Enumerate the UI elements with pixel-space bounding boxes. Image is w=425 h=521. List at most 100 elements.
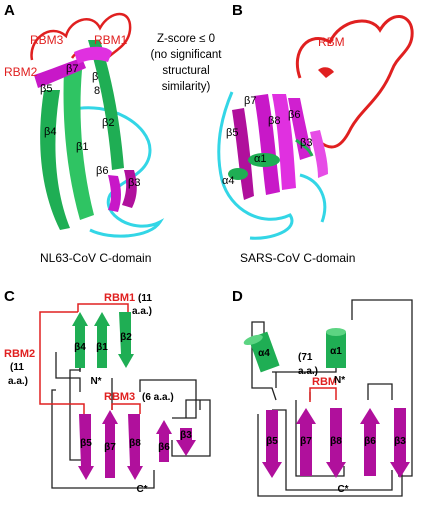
panel-c-rbm2-label: RBM2 xyxy=(4,348,35,360)
panel-c-letter: C xyxy=(4,288,15,305)
panel-d-letter: D xyxy=(232,288,243,305)
nl63-b1-label: β1 xyxy=(76,141,88,153)
sars-b3-label: β3 xyxy=(300,137,312,149)
panel-b: B RBM β7 β8 β6 β5 β3 α1 α4 SARS-CoV C-do… xyxy=(217,2,414,265)
sars-caption: SARS-CoV C-domain xyxy=(240,251,355,265)
nl63-caption: NL63-CoV C-domain xyxy=(40,251,151,265)
panel-a: A RBM3 RBM1 RBM2 β5 β7 β 8 β4 β2 β1 β6 β… xyxy=(4,2,222,265)
zscore-line-2: (no significant xyxy=(151,49,223,61)
panel-c: C β4 β1 β2 β5 xyxy=(4,288,211,495)
panel-c-rbm1-loop xyxy=(77,303,129,314)
panel-c-strand-b7 xyxy=(102,410,118,478)
panel-c-strand-b6 xyxy=(156,420,172,462)
sars-strand-b3 xyxy=(310,130,328,178)
sars-cyan-coil xyxy=(217,91,327,240)
panel-c-b6-label: β6 xyxy=(158,442,170,453)
nl63-rbm2-label: RBM2 xyxy=(4,65,38,79)
panel-d-strand-b5 xyxy=(262,410,282,478)
sars-rbm-strand xyxy=(318,67,334,78)
nl63-b4-label: β4 xyxy=(44,126,56,138)
sars-strand-b8 xyxy=(272,94,296,190)
panel-b-letter: B xyxy=(232,2,243,19)
panel-c-c-term: C* xyxy=(136,484,147,495)
panel-d-b8-label: β8 xyxy=(330,436,342,447)
panel-c-rbm-loops xyxy=(39,303,141,418)
panel-c-strand-b2 xyxy=(118,312,134,368)
panel-d-rbm-label: RBM xyxy=(312,376,337,388)
sars-strand-b5 xyxy=(232,108,254,200)
panel-c-strand-b1 xyxy=(94,312,110,368)
nl63-b8-label-b: 8 xyxy=(94,85,100,97)
panel-c-rbm3-count: (6 a.a.) xyxy=(142,392,174,403)
nl63-b6-label: β6 xyxy=(96,165,108,177)
panel-c-n-term: N* xyxy=(90,376,101,387)
sars-strand-b7 xyxy=(254,94,280,195)
panel-c-b7-label: β7 xyxy=(104,442,116,453)
panel-c-rbm2-unit: a.a.) xyxy=(8,376,28,387)
panel-a-letter: A xyxy=(4,2,15,19)
panel-c-strand-b3 xyxy=(176,428,196,456)
panel-c-rbm1-unit: a.a.) xyxy=(132,306,152,317)
nl63-rbm3-label: RBM3 xyxy=(30,33,64,47)
panel-c-rbm1-count: (11 xyxy=(138,293,152,304)
sars-b6-label: β6 xyxy=(288,109,300,121)
panel-c-b8-label: β8 xyxy=(129,438,141,449)
nl63-b8-label-a: β xyxy=(92,71,98,83)
nl63-strand-b3 xyxy=(122,170,137,208)
sars-helix-a1 xyxy=(248,153,280,167)
zscore-line-3: structural xyxy=(162,65,209,77)
panel-c-strand-b4 xyxy=(72,312,88,368)
panel-c-b2-label: β2 xyxy=(120,332,132,343)
sars-green-turn xyxy=(295,138,314,157)
panel-c-rbm2-loop xyxy=(39,311,85,418)
panel-d-strand-b6 xyxy=(360,408,380,476)
sars-b8-label: β8 xyxy=(268,115,280,127)
panel-c-rbm1-label: RBM1 xyxy=(104,292,135,304)
nl63-b7-label: β7 xyxy=(66,63,78,75)
panel-d-count: (71 xyxy=(298,352,313,363)
panel-c-rbm3-loop xyxy=(111,403,141,414)
panel-d: D xyxy=(232,288,413,497)
panel-c-rbm2-count: (11 xyxy=(10,362,24,373)
sars-a1-label: α1 xyxy=(254,153,266,165)
sars-rbm-loop xyxy=(295,15,414,149)
panel-c-strand-b8 xyxy=(127,414,143,480)
panel-d-helix-a4 xyxy=(243,331,280,373)
panel-d-strand-b8 xyxy=(326,408,346,478)
sars-strand-b6 xyxy=(288,98,312,160)
nl63-strand-b5 xyxy=(34,58,86,88)
panel-d-a1-label: α1 xyxy=(330,346,342,357)
panel-c-b4-label: β4 xyxy=(74,342,86,353)
sars-a4-label: α4 xyxy=(222,175,234,187)
zscore-line-4: similarity) xyxy=(162,81,211,93)
panel-c-strand-b5 xyxy=(78,414,94,480)
nl63-strand-b2 xyxy=(88,40,124,170)
panel-d-n-term: N* xyxy=(334,375,345,386)
panel-d-a4-label: α4 xyxy=(258,348,270,359)
panel-d-c-term: C* xyxy=(337,484,348,495)
panel-d-connectors xyxy=(251,299,413,497)
panel-c-b3-label: β3 xyxy=(180,430,192,441)
sars-rbm-label: RBM xyxy=(318,35,345,49)
panel-d-unit: a.a.) xyxy=(298,366,318,377)
nl63-cyan-coil xyxy=(69,106,165,238)
nl63-strand-b7 xyxy=(74,46,112,64)
panel-d-b6-label: β6 xyxy=(364,436,376,447)
sars-helix-a4 xyxy=(228,168,248,180)
nl63-b5-label: β5 xyxy=(40,83,52,95)
panel-d-strand-b7 xyxy=(296,408,316,476)
nl63-b3-label: β3 xyxy=(128,177,140,189)
sars-b7-label: β7 xyxy=(244,95,256,107)
panel-d-b3-label: β3 xyxy=(394,436,406,447)
panel-d-strand-b3 xyxy=(390,408,410,478)
nl63-b2-label: β2 xyxy=(102,117,114,129)
nl63-strand-b1 xyxy=(63,70,94,220)
panel-d-b7-label: β7 xyxy=(300,436,312,447)
zscore-line-1: Z-score ≤ 0 xyxy=(157,33,215,45)
nl63-strand-b6 xyxy=(108,175,121,212)
sars-b5-label: β5 xyxy=(226,127,238,139)
panel-d-b5-label: β5 xyxy=(266,436,278,447)
panel-d-helix-a1 xyxy=(326,328,346,368)
panel-c-rbm3-label: RBM3 xyxy=(104,391,135,403)
